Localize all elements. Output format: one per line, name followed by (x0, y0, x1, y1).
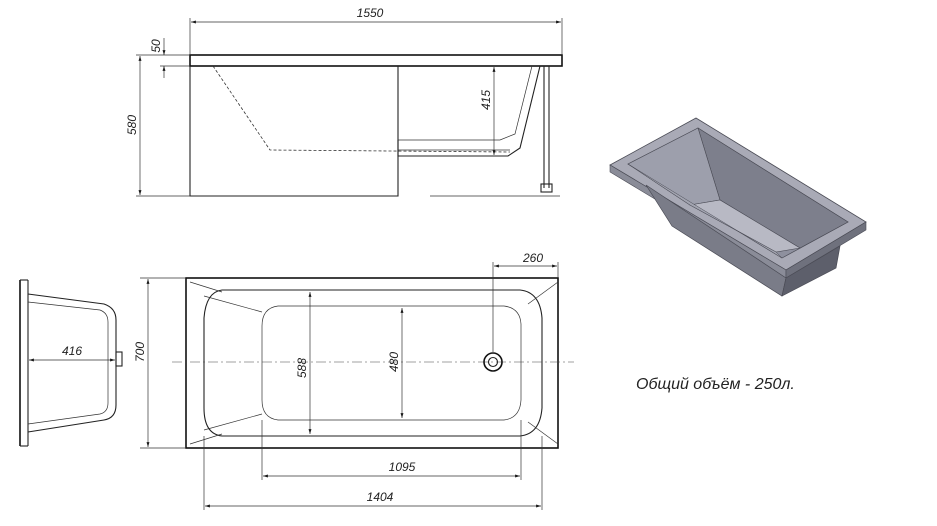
dim-50: 50 (149, 39, 163, 53)
end-view: 416 (19, 279, 123, 447)
tub-inner-wall-front (627, 163, 783, 259)
dim-415: 415 (479, 90, 493, 110)
dim-1404: 1404 (367, 490, 394, 504)
side-view-body (397, 65, 541, 157)
dim-580: 580 (125, 115, 139, 135)
dim-700: 700 (133, 342, 147, 362)
side-view-front-panel (189, 66, 399, 197)
tub-rim-edge-right (785, 221, 867, 279)
dim-480: 480 (387, 352, 401, 372)
side-view-foot (540, 183, 553, 193)
side-view-basin-hidden (212, 65, 511, 153)
end-view-profile (27, 293, 117, 433)
end-view-drain (115, 351, 123, 367)
dim-588: 588 (295, 358, 309, 378)
side-view-rim (189, 54, 563, 67)
top-view-outer-rim (185, 277, 559, 449)
facet-tl (203, 295, 263, 313)
dim-1095: 1095 (389, 460, 416, 474)
side-view: 1550 50 580 415 (125, 6, 563, 197)
facet-bl (203, 413, 263, 431)
facet-tr (527, 281, 559, 305)
top-view: 260 700 588 480 1095 1404 (133, 251, 574, 510)
side-view-inner-line (398, 65, 533, 141)
volume-note: Общий объём - 250л. (636, 376, 795, 393)
drain-icon (483, 352, 503, 372)
bathtub-3d-render (609, 117, 867, 297)
top-view-basin-bottom (261, 305, 522, 421)
top-view-basin (203, 289, 543, 437)
end-view-profile-inner (27, 301, 109, 425)
dim-1550: 1550 (357, 6, 384, 20)
tub-outer-body-right (781, 245, 841, 297)
facet-tl2 (189, 281, 223, 293)
facet-bl2 (189, 433, 223, 445)
dim-260: 260 (522, 251, 543, 265)
facet-br (527, 421, 559, 445)
dim-416: 416 (62, 344, 82, 358)
drain-inner-icon (487, 356, 499, 368)
